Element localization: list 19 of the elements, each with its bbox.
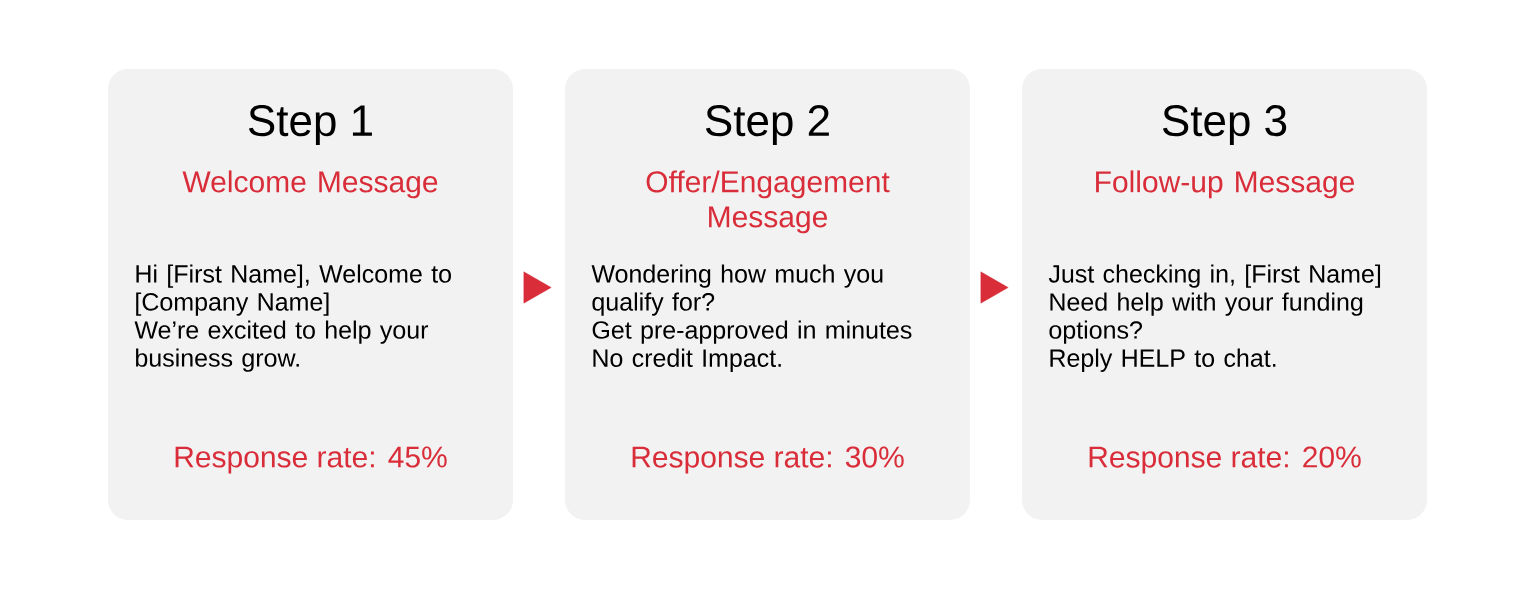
message-text: Reply HELP to chat. [1050, 348, 1276, 372]
message-text: Get pre-approved in minutes [592, 320, 912, 344]
arrow [980, 271, 1009, 304]
message-title: Offer/Engagement Message [646, 170, 890, 234]
arrow [523, 271, 552, 304]
message-text: Need help with your funding options? [1049, 292, 1363, 344]
message-text: Just checking in, [First Name] [1048, 264, 1381, 288]
message-text: No credit Impact. [593, 348, 781, 372]
message-text: We’re excited to help your business grow. [134, 320, 429, 372]
message-title: Welcome Message [182, 170, 438, 199]
response-rate: Response rate: 30% [632, 446, 904, 474]
message-text: Wondering how much you qualify for? [591, 264, 883, 316]
response-rate: Response rate: 20% [1089, 446, 1361, 474]
message-text: Hi [First Name], Welcome to [Company Name] [136, 264, 451, 316]
step-heading: Step 2 [705, 105, 829, 145]
step-heading: Step 1 [248, 105, 372, 145]
response-rate: Response rate: 45% [175, 446, 447, 474]
step-heading: Step 3 [1162, 105, 1287, 145]
message-title: Follow-up Message [1096, 170, 1354, 199]
